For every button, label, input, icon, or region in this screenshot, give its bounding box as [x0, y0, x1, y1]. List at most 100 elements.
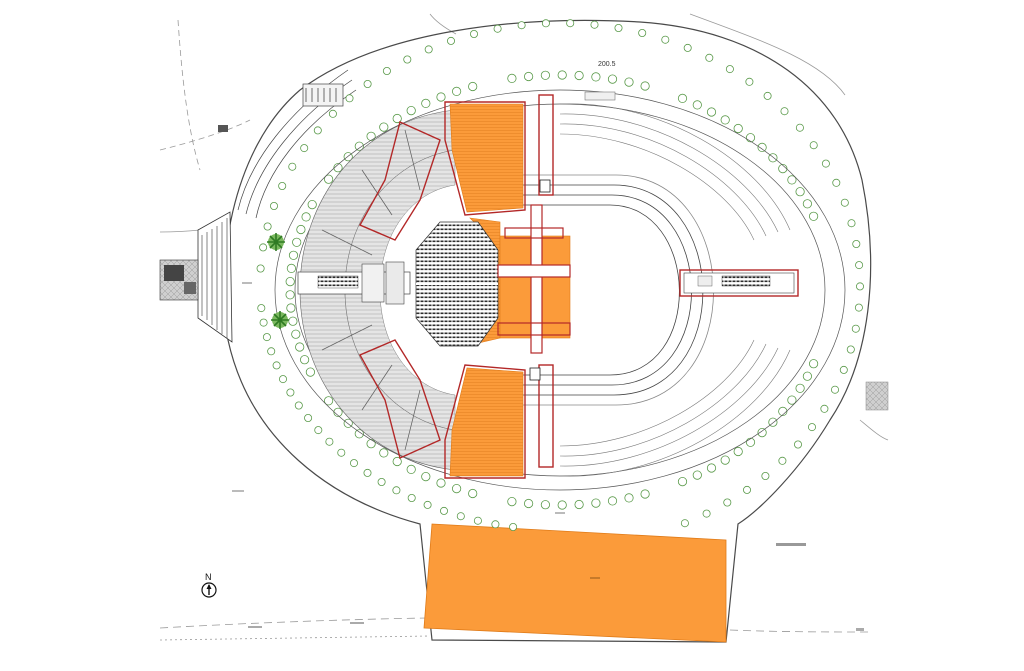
north-orange-sector: [449, 103, 524, 213]
tree-symbol-icon: [269, 201, 278, 210]
palm-tree-icon: [271, 311, 289, 329]
tree-symbol-icon: [808, 423, 817, 432]
tree-symbol-icon: [677, 93, 688, 104]
tree-symbol-icon: [304, 413, 313, 422]
tree-symbol-icon: [720, 115, 730, 125]
tree-symbol-icon: [294, 401, 303, 410]
tree-symbol-icon: [354, 141, 364, 151]
tree-symbol-icon: [345, 94, 354, 103]
tree-symbol-icon: [259, 318, 268, 327]
tree-symbol-icon: [787, 175, 797, 185]
tree-symbol-icon: [278, 181, 287, 190]
tree-symbol-icon: [607, 496, 618, 506]
tree-symbol-icon: [451, 86, 462, 97]
tree-symbol-icon: [257, 304, 266, 313]
tree-symbol-icon: [574, 70, 584, 81]
west-grandstand: [299, 109, 456, 471]
tree-symbol-icon: [614, 23, 623, 32]
tree-symbol-icon: [745, 77, 754, 86]
tree-symbol-icon: [855, 261, 864, 270]
tree-symbol-icon: [272, 361, 281, 370]
east-gray-building: [865, 381, 889, 411]
tree-symbol-icon: [640, 81, 650, 91]
tree-symbol-icon: [692, 100, 702, 110]
tree-symbol-icon: [706, 463, 717, 473]
tree-symbol-icon: [278, 375, 287, 384]
tree-symbol-icon: [314, 426, 323, 435]
tree-symbol-icon: [285, 290, 295, 300]
tree-symbol-icon: [638, 28, 647, 37]
tree-symbol-icon: [392, 486, 401, 495]
tree-symbol-icon: [778, 456, 787, 465]
tree-symbol-icon: [288, 162, 297, 171]
tree-symbol-icon: [808, 359, 819, 369]
nw-service-structure: [237, 69, 357, 219]
palm-tree-icon: [267, 233, 285, 251]
west-access-stairs: [159, 211, 233, 343]
tree-symbol-icon: [820, 404, 829, 413]
tree-symbol-icon: [286, 263, 296, 273]
stage-structure: [497, 204, 571, 354]
tree-symbol-icon: [509, 523, 518, 532]
tree-symbol-icon: [451, 483, 462, 494]
tree-symbol-icon: [725, 65, 734, 74]
tree-symbol-icon: [296, 224, 306, 235]
tree-symbol-icon: [436, 478, 446, 488]
tree-symbol-icon: [540, 500, 551, 510]
tree-symbol-icon: [705, 53, 714, 62]
tree-symbol-icon: [507, 496, 517, 507]
tree-symbol-icon: [720, 455, 730, 465]
tree-symbol-icon: [831, 385, 840, 394]
tree-symbol-icon: [702, 509, 711, 518]
tree-symbol-icon: [406, 106, 416, 116]
outer-tree-ring: [256, 19, 865, 532]
tree-symbol-icon: [379, 122, 389, 132]
tree-symbol-icon: [794, 440, 803, 449]
tree-symbol-icon: [456, 512, 465, 521]
tree-symbol-icon: [300, 144, 309, 153]
tree-symbol-icon: [733, 446, 743, 457]
tree-symbol-icon: [680, 519, 689, 528]
site-boundary: [223, 19, 872, 643]
tree-symbol-icon: [392, 456, 402, 467]
tree-symbol-icon: [851, 324, 860, 333]
tree-symbol-icon: [323, 174, 334, 184]
tree-symbol-icon: [366, 131, 376, 141]
tree-symbol-icon: [446, 36, 455, 45]
tree-symbol-icon: [256, 264, 265, 273]
tree-symbol-icon: [523, 71, 534, 82]
tree-symbol-icon: [557, 70, 567, 80]
tree-symbol-icon: [507, 73, 517, 84]
tree-symbol-icon: [761, 471, 770, 480]
tree-symbol-icon: [517, 21, 526, 30]
tree-symbol-icon: [288, 316, 298, 326]
tree-symbol-icon: [363, 80, 372, 89]
tree-symbol-icon: [540, 70, 551, 80]
south-orange-sector: [449, 367, 524, 477]
tree-symbol-icon: [856, 282, 865, 291]
central-seating-block: [415, 221, 499, 347]
tree-symbol-icon: [305, 367, 315, 377]
tree-symbol-icon: [852, 239, 861, 248]
tree-symbol-icon: [313, 126, 322, 135]
tree-symbol-icon: [847, 219, 856, 228]
tree-symbol-icon: [683, 43, 692, 52]
tree-symbol-icon: [468, 488, 478, 499]
tree-symbol-icon: [723, 498, 732, 507]
tree-symbol-icon: [808, 211, 819, 221]
north-label: N: [205, 572, 212, 582]
tree-symbol-icon: [424, 45, 433, 54]
north-stair-node: [539, 179, 551, 193]
tree-symbol-icon: [337, 448, 346, 457]
tree-symbol-icon: [523, 498, 534, 509]
tree-symbol-icon: [795, 187, 805, 197]
tree-symbol-icon: [591, 498, 601, 508]
east-stand-outline: [559, 91, 791, 477]
tree-symbol-icon: [379, 448, 389, 458]
tree-symbol-icon: [574, 499, 584, 510]
tree-symbol-icon: [286, 388, 295, 397]
south-stair-node: [529, 367, 541, 381]
tree-symbol-icon: [491, 520, 500, 529]
tree-symbol-icon: [607, 74, 618, 84]
